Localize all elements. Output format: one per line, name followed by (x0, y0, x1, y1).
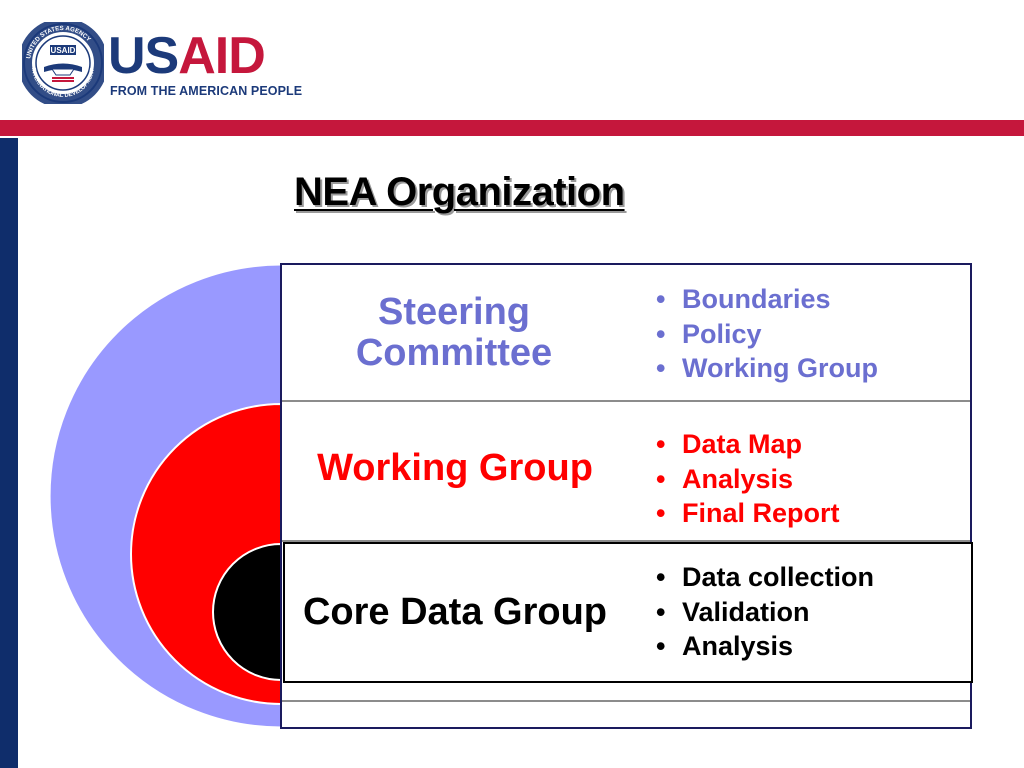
bullet-text: Data collection (682, 562, 875, 592)
list-item: • Policy (656, 317, 878, 352)
bullet-text: Analysis (682, 631, 794, 661)
list-item: • Data collection (656, 560, 874, 595)
core-data-group-box (283, 542, 973, 683)
steering-committee-bullets: • Boundaries • Policy • Working Group (656, 282, 878, 386)
usaid-logo: USAID UNITED STATES AGENCY INTERNATIONAL… (22, 22, 322, 112)
bullet-icon: • (656, 429, 666, 459)
usaid-wordmark: USAID (108, 27, 266, 85)
bullet-text: Working Group (682, 353, 878, 383)
tier-label-core-data-group: Core Data Group (302, 591, 608, 633)
bullet-icon: • (656, 631, 666, 661)
bullet-icon: • (656, 353, 666, 383)
bullet-icon: • (656, 318, 666, 349)
bullet-text: Data Map (682, 429, 803, 459)
bullet-text: Validation (682, 596, 810, 627)
wordmark-us: US (108, 27, 179, 85)
left-accent-bar (0, 138, 18, 768)
list-item: • Validation (656, 595, 874, 630)
bullet-icon: • (656, 284, 666, 314)
bullet-icon: • (656, 498, 666, 528)
bullet-text: Boundaries (682, 284, 831, 314)
list-item: • Boundaries (656, 282, 878, 317)
list-item: • Data Map (656, 427, 840, 462)
list-item: • Working Group (656, 351, 878, 386)
list-item: • Analysis (656, 629, 874, 664)
core-data-group-bullets: • Data collection • Validation • Analysis (656, 560, 874, 664)
tier-label-steering-committee: Steering Committee (355, 291, 553, 374)
bullet-icon: • (656, 562, 666, 592)
usaid-seal-icon: USAID UNITED STATES AGENCY INTERNATIONAL… (22, 22, 104, 104)
bullet-text: Final Report (682, 498, 840, 528)
bullet-icon: • (656, 463, 666, 494)
bullet-text: Analysis (682, 463, 794, 494)
diagram-frame (280, 263, 972, 729)
list-item: • Final Report (656, 496, 840, 531)
tier-divider-2 (282, 540, 970, 542)
tier-label-working-group: Working Group (317, 447, 593, 489)
tier-divider-3 (282, 700, 970, 702)
list-item: • Analysis (656, 462, 840, 497)
wordmark-aid: AID (178, 27, 266, 85)
tier-divider-1 (282, 400, 970, 402)
seal-center-text: USAID (51, 46, 76, 55)
core-data-group-ring (212, 542, 282, 682)
working-group-bullets: • Data Map • Analysis • Final Report (656, 427, 840, 531)
bullet-icon: • (656, 596, 666, 627)
header-divider (0, 120, 1024, 136)
logo-tagline: FROM THE AMERICAN PEOPLE (110, 84, 303, 98)
slide-title: NEA Organization (294, 170, 625, 214)
bullet-text: Policy (682, 318, 762, 349)
